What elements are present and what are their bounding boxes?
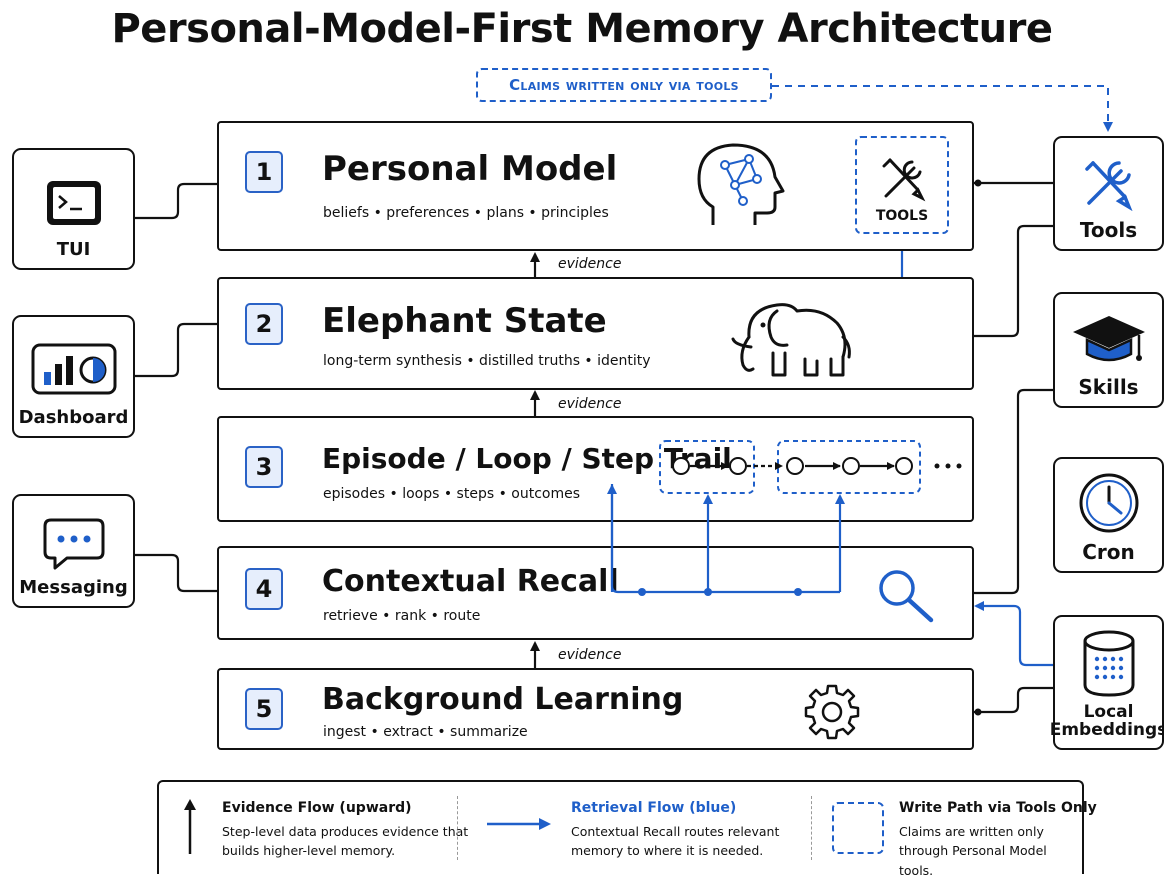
layer-subtitle: retrieve • rank • route (323, 608, 481, 624)
service-label: Tools (1079, 218, 1138, 242)
retrieval-arrow-icon (487, 818, 551, 830)
claims-write-path (772, 85, 1113, 132)
database-icon (1083, 630, 1134, 697)
layer-number-badge: 3 (245, 446, 283, 488)
head-network-icon (697, 143, 785, 225)
legend-divider (457, 796, 458, 860)
tools-icon (882, 158, 926, 202)
evidence-arrow-icon (184, 799, 196, 854)
layer-title: Episode / Loop / Step Trail (322, 442, 732, 475)
layer-number-badge: 5 (245, 688, 283, 730)
layer-title: Elephant State (322, 301, 607, 341)
client-label: TUI (56, 239, 91, 261)
layer-number-badge: 1 (245, 151, 283, 193)
embeddings-retrieval-arrow (974, 601, 1053, 667)
legend-evidence-title: Evidence Flow (upward) (222, 800, 412, 816)
layer-subtitle: beliefs • preferences • plans • principl… (323, 205, 609, 221)
layer-number-badge: 4 (245, 568, 283, 610)
tools-slot-label: TOOLS (875, 208, 929, 224)
tui-connector (135, 182, 217, 220)
evidence-label: evidence (558, 256, 622, 272)
client-tui[interactable]: TUI (12, 148, 135, 270)
service-tools[interactable]: Tools (1053, 136, 1164, 251)
elephant-icon (731, 303, 851, 377)
dashboard-connector (135, 322, 217, 378)
terminal-icon (46, 181, 101, 226)
write-path-swatch (832, 802, 884, 854)
layer-number-badge: 2 (245, 303, 283, 345)
gear-icon (804, 684, 860, 740)
skills-connector (974, 388, 1053, 595)
layer-contextual-recall: 4 Contextual Recall retrieve • rank • ro… (217, 546, 974, 640)
clock-icon (1079, 473, 1138, 533)
service-local-embeddings[interactable]: Local Embeddings (1049, 615, 1164, 750)
layer-title: Background Learning (322, 682, 684, 717)
legend: Evidence Flow (upward) Step-level data p… (157, 780, 1097, 878)
service-cron[interactable]: Cron (1053, 457, 1164, 573)
layer-title: Personal Model (322, 149, 618, 189)
tools-icon (1084, 161, 1132, 211)
evidence-label: evidence (558, 396, 622, 412)
client-label: Dashboard (18, 407, 129, 429)
legend-divider (811, 796, 812, 860)
layer-elephant-state: 2 Elephant State long-term synthesis • d… (217, 277, 974, 390)
layer-subtitle: episodes • loops • steps • outcomes (323, 486, 581, 502)
client-messaging[interactable]: Messaging (12, 494, 135, 608)
claims-note: Claims written only via tools (476, 68, 772, 102)
layer-tools-slot: TOOLS (855, 136, 949, 234)
service-label: Cron (1082, 540, 1135, 564)
service-label: Skills (1078, 375, 1139, 399)
elephant-tools-connector (974, 224, 1053, 338)
evidence-label: evidence (558, 647, 622, 663)
service-skills[interactable]: Skills (1053, 292, 1164, 408)
service-label: Local Embeddings (1049, 701, 1164, 741)
magnifier-icon (879, 570, 934, 623)
client-dashboard[interactable]: Dashboard (12, 315, 135, 438)
page-title: Personal-Model-First Memory Architecture (111, 6, 1053, 52)
chart-icon (31, 343, 116, 395)
layer-title: Contextual Recall (322, 564, 619, 599)
legend-retrieval-title: Retrieval Flow (blue) (571, 800, 737, 816)
legend-retrieval-text: Contextual Recall routes relevant memory… (571, 824, 780, 859)
layer-episode-trail: 3 Episode / Loop / Step Trail episodes •… (217, 416, 974, 522)
chat-icon (43, 518, 104, 570)
client-label: Messaging (19, 577, 128, 599)
legend-write-title: Write Path via Tools Only (899, 800, 1097, 816)
legend-write-text: Claims are written only through Personal… (899, 824, 1047, 878)
layer-background-learning: 5 Background Learning ingest • extract •… (217, 668, 974, 750)
messaging-connector (135, 553, 217, 593)
graduation-cap-icon (1072, 316, 1145, 362)
layer-subtitle: long-term synthesis • distilled truths •… (323, 353, 651, 369)
layer-personal-model: 1 Personal Model beliefs • preferences •… (217, 121, 974, 251)
layer-subtitle: ingest • extract • summarize (323, 724, 528, 740)
embeddings-connector (974, 686, 1053, 714)
legend-evidence-text: Step-level data produces evidence that b… (222, 824, 469, 859)
